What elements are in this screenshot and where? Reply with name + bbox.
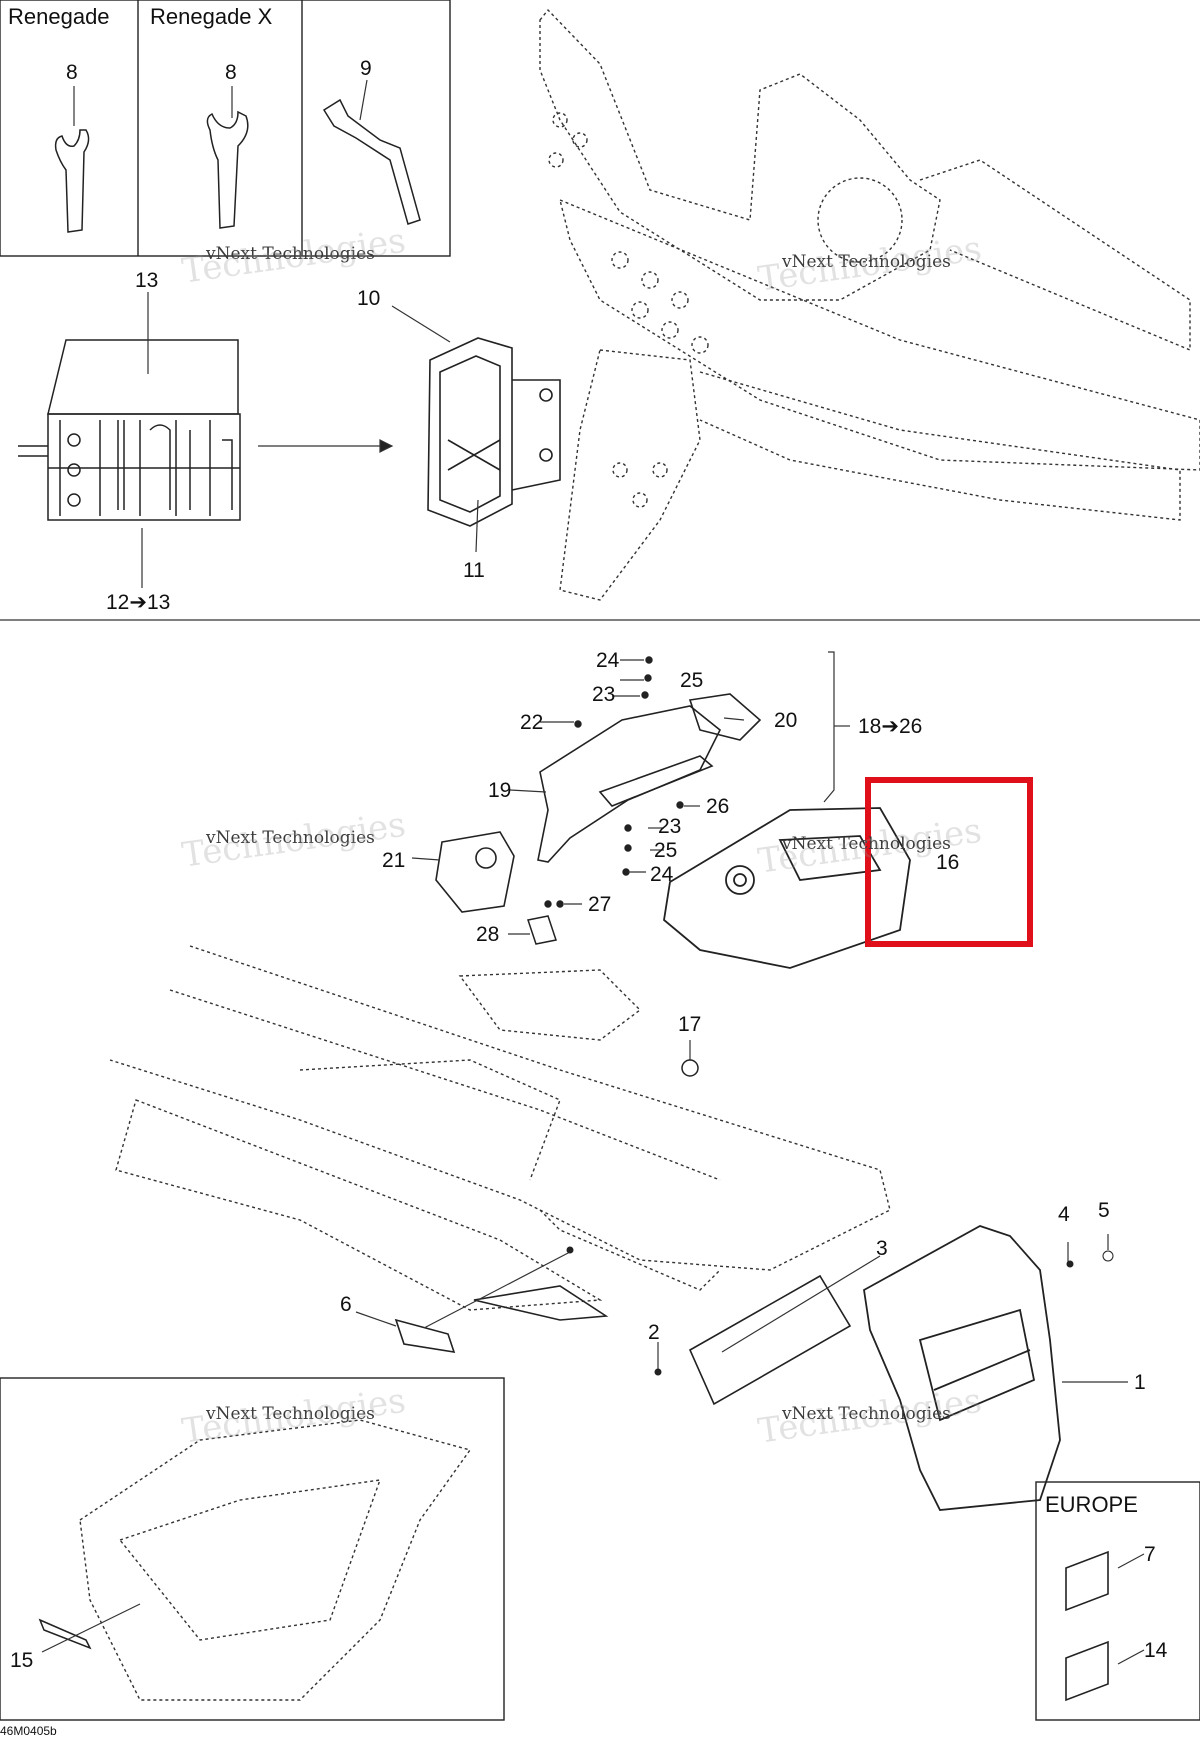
snowflap-illustration [863,1225,1061,1511]
callout-13: 13 [135,269,159,292]
europe-header: EUROPE [1045,1492,1138,1517]
callout-12-13: 12➔13 [106,591,171,614]
chassis-frame-bottom [109,945,891,1311]
seat-strap-illustration [537,693,762,863]
tool-inset-box [0,0,451,257]
callout-7: 7 [1144,1543,1156,1566]
callout-18-26: 18➔26 [858,715,923,738]
callout-24: 24 [650,863,674,886]
callout-20: 20 [774,709,798,732]
callout-8: 8 [225,61,237,84]
callout-25: 25 [680,669,704,692]
renegade-x-header: Renegade X [150,4,273,29]
fuel-tank-illustration [663,807,911,969]
callout-26: 26 [706,795,730,818]
callout-27: 27 [588,893,612,916]
callout-22: 22 [520,711,544,734]
callout-9: 9 [360,57,372,80]
plate-illustration [394,1274,852,1406]
callout-28: 28 [476,923,500,946]
callout-3: 3 [876,1237,888,1260]
callout-1: 1 [1134,1371,1146,1394]
callout-2: 2 [648,1321,660,1344]
europe-reflector-illustration [1065,1550,1109,1702]
chassis-frame-top [539,8,1200,601]
tool-kit-illustration [18,339,241,521]
wrench-icon [54,98,421,233]
tool-bag-illustration [427,337,561,527]
bracket-illustration [527,915,699,1077]
callout-14: 14 [1144,1639,1168,1662]
callout-17: 17 [678,1013,702,1036]
callout-23: 23 [592,683,616,706]
callout-6: 6 [340,1293,352,1316]
highlight-box [865,777,1033,947]
drawing-code: 46M0405b [0,1724,57,1738]
callout-25: 25 [654,839,678,862]
callout-21: 21 [382,849,406,872]
callout-15: 15 [10,1649,34,1672]
callout-11: 11 [463,559,485,582]
callout-4: 4 [1058,1203,1070,1226]
callout-19: 19 [488,779,512,802]
callout-8: 8 [66,61,78,84]
rear-bumper-illustration [79,1419,472,1701]
callout-16: 16 [936,851,960,874]
reflector-strip-illustration [38,1618,92,1650]
cap-illustration [435,831,515,913]
callout-24: 24 [596,649,620,672]
callout-10: 10 [357,287,381,310]
europe-inset-box [1035,1481,1200,1721]
callout-5: 5 [1098,1199,1110,1222]
bottom-inset-box [0,1377,505,1721]
callout-23: 23 [658,815,682,838]
renegade-header: Renegade [8,4,110,29]
